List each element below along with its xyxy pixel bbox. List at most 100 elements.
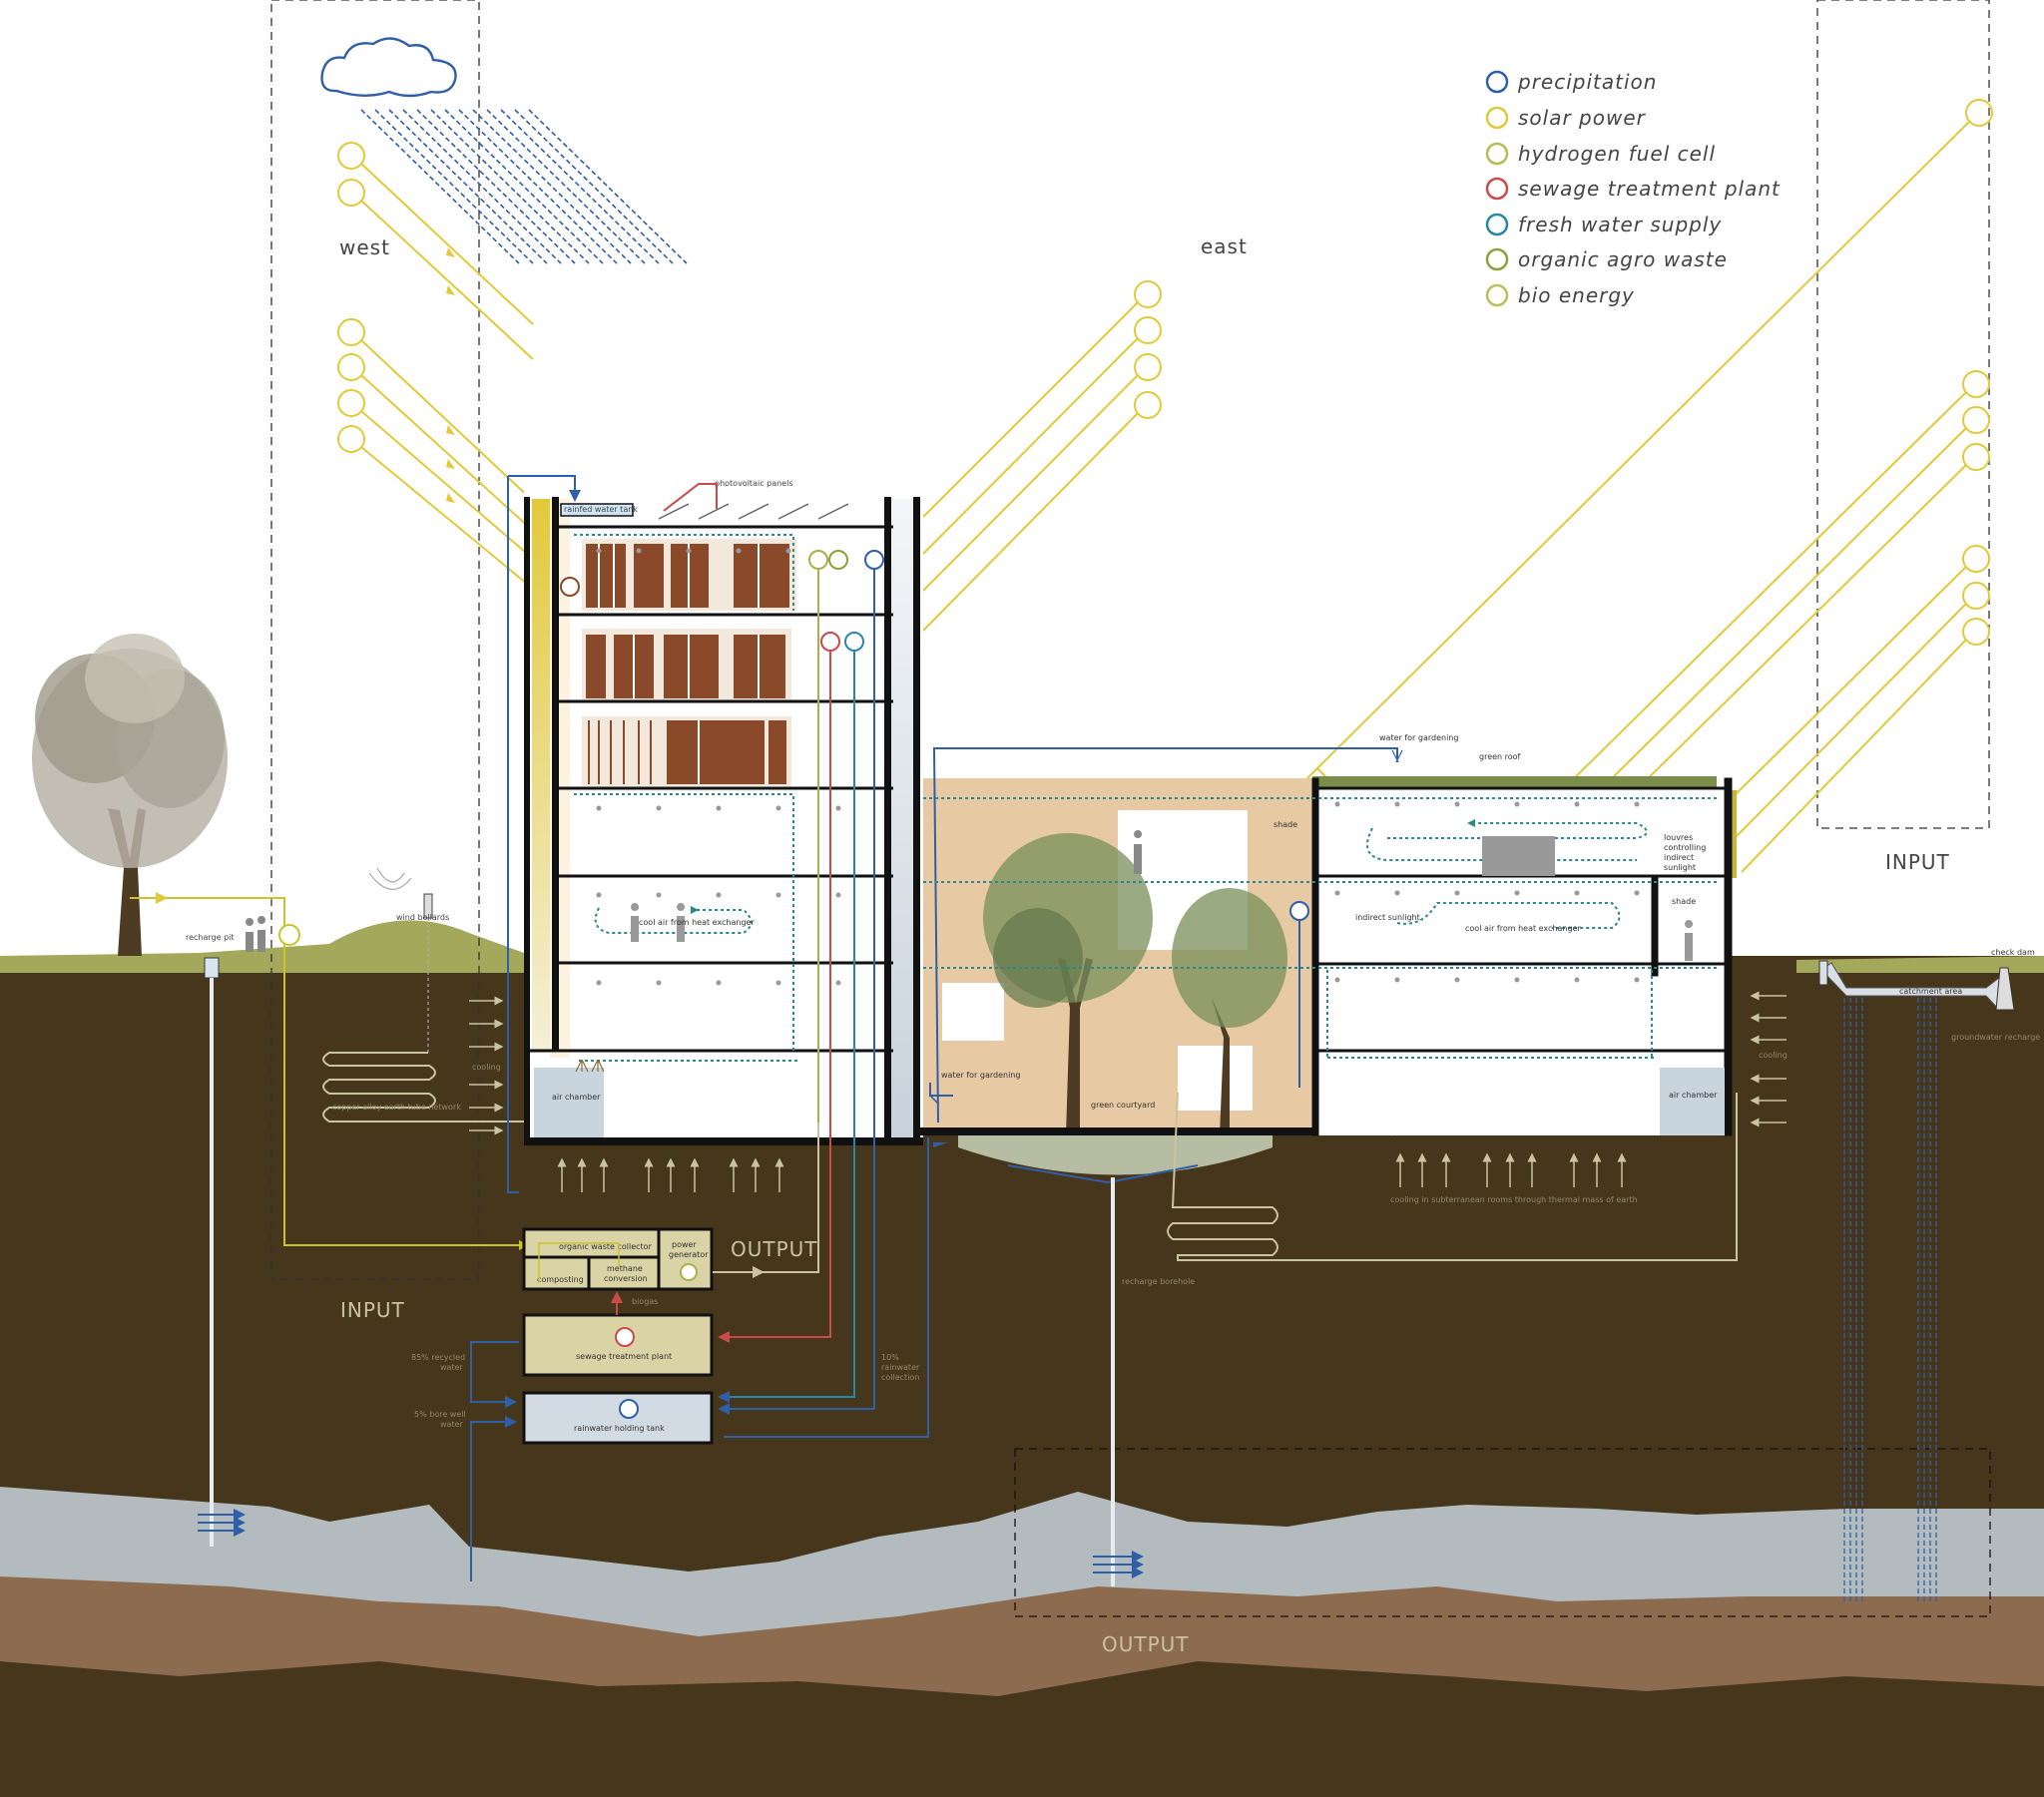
people-silhouette — [1482, 836, 1694, 961]
bio-energy-icon — [680, 1263, 698, 1281]
grass-mound-right — [1796, 956, 2044, 973]
rainwater-collection-line: collection — [881, 1373, 919, 1382]
people-silhouette — [631, 903, 686, 942]
rainwater-collection-line: 10% — [881, 1353, 899, 1362]
sun-source-circle — [337, 425, 365, 453]
precipitation-icon — [1289, 901, 1309, 921]
cooling-arrows-right — [1750, 991, 1787, 1127]
organic-waste-node — [278, 924, 300, 946]
wind-bollards — [368, 867, 433, 1053]
legend-item: organic agro waste — [1485, 247, 1728, 271]
legend-item: solar power — [1485, 106, 1647, 130]
legend-item: precipitation — [1485, 70, 1656, 94]
green-roof-label: green roof — [1479, 752, 1521, 761]
floor-plates — [529, 525, 893, 1053]
people-silhouette — [246, 916, 266, 952]
air-chamber-left-label: air chamber — [552, 1093, 601, 1102]
indirect-sunlight-label: indirect sunlight — [1355, 913, 1420, 922]
precipitation-icon — [619, 1399, 639, 1419]
earth-tube-east — [1167, 1092, 1738, 1261]
earth-tube-label: copper alloy earth tube network — [332, 1103, 461, 1112]
precipitation-icon — [864, 550, 884, 570]
input-zone-right — [1816, 0, 1990, 829]
cooling-up-arrows — [557, 1152, 1627, 1192]
hydrogen-fuel-cell-icon — [808, 550, 828, 570]
photovoltaic-panels-label: photovoltaic panels — [715, 479, 793, 488]
cooling-arrows-left — [469, 996, 504, 1135]
recharge-pit-label: recharge pit — [186, 933, 235, 942]
deep-soil-layer — [0, 1661, 2044, 1797]
water-for-gardening-mid-label: water for gardening — [941, 1071, 1020, 1080]
legend-label: organic agro waste — [1518, 247, 1728, 271]
composting-label: composting — [537, 1275, 584, 1284]
green-roof — [1312, 776, 1717, 788]
rainwater-collection-line: rainwater — [881, 1363, 920, 1372]
sewage-treatment-plant-label: sewage treatment plant — [576, 1352, 672, 1361]
service-pipes — [507, 475, 875, 1193]
sun-source-circle — [337, 179, 365, 207]
tower-walls — [524, 497, 923, 1145]
rainwater-holding-tank-label: rainwater holding tank — [574, 1424, 665, 1433]
rainfed-water-tank-label: rainfed water tank — [564, 505, 638, 514]
green-courtyard-label: green courtyard — [1091, 1101, 1155, 1110]
sewage-treatment-icon — [820, 632, 840, 652]
sun-source-circle — [337, 353, 365, 381]
plant-icon — [1485, 247, 1509, 271]
leaf-icon — [1485, 142, 1509, 166]
solar-chimney — [532, 499, 550, 1053]
east-building: green roof shade shade louvres controlli… — [923, 752, 1737, 1136]
legend: precipitation solar power hydrogen fuel … — [1485, 70, 1781, 307]
input-right-label: INPUT — [1885, 850, 1950, 874]
sewage-treatment-plant-box — [522, 1313, 714, 1377]
rainwater-holding-tank-box — [522, 1391, 714, 1445]
input-zone-left — [270, 0, 480, 1280]
solar-rays-west — [337, 142, 534, 590]
courtyard-basin — [958, 1135, 1273, 1175]
legend-label: solar power — [1518, 106, 1647, 130]
tower-building: rainfed water tank photovoltaic panels c… — [507, 475, 923, 1193]
east-label: east — [1201, 234, 1248, 258]
sun-source-circle — [337, 389, 365, 417]
legend-item: sewage treatment plant — [1485, 177, 1781, 201]
organic-feed-line — [130, 897, 519, 1246]
cloud-icon — [320, 37, 457, 98]
catchment-area — [1818, 960, 2015, 1601]
rain-drop-icon — [1485, 70, 1509, 94]
legend-item: fresh water supply — [1485, 213, 1721, 236]
biogas-label: biogas — [632, 1297, 658, 1306]
courtyard-tree — [1212, 998, 1230, 1135]
catchment-area-label: catchment area — [1899, 987, 1962, 996]
air-chamber-right-label: air chamber — [1669, 1091, 1718, 1100]
methane-conversion-line: conversion — [604, 1274, 648, 1283]
legend-label: sewage treatment plant — [1518, 177, 1781, 201]
bore-well-water-line: 5% bore well — [414, 1410, 466, 1419]
legend-label: bio energy — [1518, 283, 1635, 307]
courtyard-tree — [1058, 958, 1093, 1135]
output-zone-bottom — [1014, 1448, 1991, 1617]
organic-waste-collector-label: organic waste collector — [559, 1242, 653, 1251]
photovoltaic-panels — [658, 503, 849, 520]
legend-item: bio energy — [1485, 283, 1635, 307]
power-generator-line: power — [672, 1240, 697, 1249]
courtyard-building: green courtyard water for gardening rech… — [915, 778, 1324, 1586]
rainfed-water-tank — [560, 503, 634, 517]
air-chamber-left — [534, 1068, 604, 1137]
legend-label: hydrogen fuel cell — [1518, 142, 1716, 166]
tree-left — [32, 634, 228, 956]
underground-plant: organic waste collector composting metha… — [411, 1123, 929, 1581]
cool-air-shaft — [891, 499, 913, 1137]
power-generator-line: generator — [669, 1250, 709, 1259]
east-cool-air-ducts — [923, 797, 1717, 1059]
check-dam-label: check dam — [1991, 948, 2035, 957]
input-left-label: INPUT — [340, 1298, 405, 1322]
grass-mound-left — [0, 920, 524, 973]
louvres-label: louvres controlling indirect sunlight — [1664, 833, 1706, 872]
recharge-pit — [198, 957, 246, 1547]
fresh-water-icon — [844, 632, 864, 652]
sun-icon — [1485, 106, 1509, 130]
recycled-water-line: 85% recycled — [411, 1353, 465, 1362]
recycle-icon — [1485, 177, 1509, 201]
sewage-treatment-icon — [615, 1327, 635, 1347]
methane-conversion-line: methane — [607, 1264, 643, 1273]
